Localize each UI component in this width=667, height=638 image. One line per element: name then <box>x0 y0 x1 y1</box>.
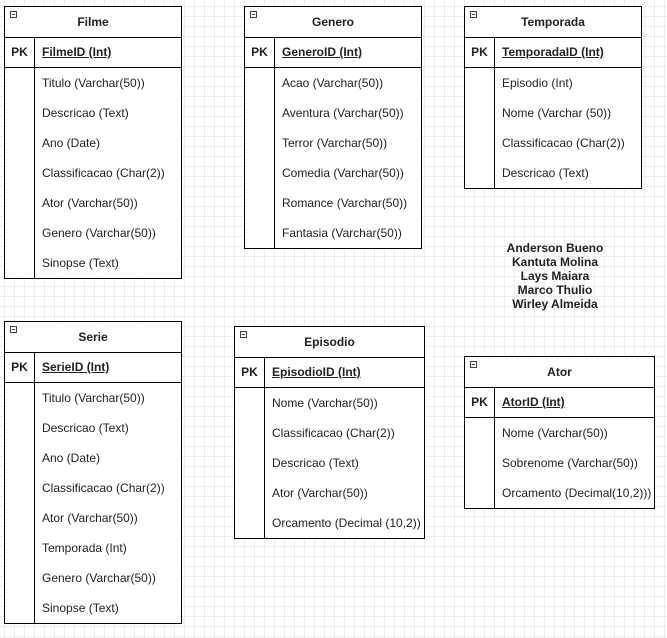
pk-label: PK <box>235 358 265 387</box>
field-row[interactable]: Episodio (Int) <box>502 76 573 90</box>
field-row[interactable]: Nome (Varchar(50)) <box>272 396 378 410</box>
field-row[interactable]: Ator (Varchar(50)) <box>42 511 138 525</box>
field-row[interactable]: Temporada (Int) <box>42 541 127 555</box>
author-name: Wirley Almeida <box>512 297 598 311</box>
field-row[interactable]: Ator (Varchar(50)) <box>272 486 368 500</box>
field-row[interactable]: Classificacao (Char(2)) <box>42 481 165 495</box>
field-row[interactable]: Sinopse (Text) <box>42 601 119 615</box>
primary-key-row: PK AtorID (Int) <box>465 388 654 418</box>
table-title: Serie <box>78 330 108 344</box>
author-name: Anderson Bueno <box>506 241 604 255</box>
field-row[interactable]: Acao (Varchar(50)) <box>282 76 384 90</box>
primary-key-row: PK EpisodioID (Int) <box>235 358 424 388</box>
primary-key-row: PK SerieID (Int) <box>5 353 181 383</box>
author-name: Lays Maiara <box>520 269 590 283</box>
field-list: Acao (Varchar(50)) Aventura (Varchar(50))… <box>245 68 421 248</box>
field-row[interactable]: Fantasia (Varchar(50)) <box>282 226 402 240</box>
table-title: Episodio <box>304 335 355 349</box>
field-row[interactable]: Genero (Varchar(50)) <box>42 571 156 585</box>
field-row[interactable]: Classificacao (Char(2)) <box>502 136 625 150</box>
key-column <box>5 383 35 623</box>
field-row[interactable]: Descricao (Text) <box>42 421 129 435</box>
field-list: Episodio (Int) Nome (Varchar (50)) Classif… <box>465 68 641 188</box>
pk-label: PK <box>5 353 35 382</box>
key-column <box>5 68 35 278</box>
table-title: Genero <box>311 15 354 29</box>
field-row[interactable]: Classificacao (Char(2)) <box>42 166 165 180</box>
collapse-icon[interactable] <box>10 326 17 333</box>
field-row[interactable]: Orcamento (Decimal (10,2)) <box>272 516 421 530</box>
field-list: Titulo (Varchar(50)) Descricao (Text) Ano … <box>5 68 181 278</box>
pk-label: PK <box>465 38 495 67</box>
pk-field[interactable]: TemporadaID (Int) <box>502 45 604 59</box>
key-column <box>235 388 265 538</box>
collapse-icon[interactable] <box>10 11 17 18</box>
key-column <box>465 68 495 188</box>
field-row[interactable]: Nome (Varchar (50)) <box>502 106 612 120</box>
collapse-icon[interactable] <box>470 11 477 18</box>
table-header: Ator <box>465 357 654 388</box>
table-title: Temporada <box>521 15 585 29</box>
collapse-icon[interactable] <box>250 11 257 18</box>
field-row[interactable]: Sobrenome (Varchar(50)) <box>502 456 638 470</box>
primary-key-row: PK FilmeID (Int) <box>5 38 181 68</box>
table-header: Episodio <box>235 327 424 358</box>
author-name: Marco Thulio <box>517 283 593 297</box>
field-row[interactable]: Ator (Varchar(50)) <box>42 196 138 210</box>
field-row[interactable]: Descricao (Text) <box>272 456 359 470</box>
field-row[interactable]: Classificacao (Char(2)) <box>272 426 395 440</box>
field-row[interactable]: Sinopse (Text) <box>42 256 119 270</box>
field-row[interactable]: Titulo (Varchar(50)) <box>42 391 145 405</box>
field-row[interactable]: Orcamento (Decimal(10,2))) <box>502 486 652 500</box>
field-list: Titulo (Varchar(50)) Descricao (Text) Ano … <box>5 383 181 623</box>
key-column <box>245 68 275 248</box>
field-row[interactable]: Aventura (Varchar(50)) <box>282 106 404 120</box>
table-header: Temporada <box>465 7 641 38</box>
primary-key-row: PK GeneroID (Int) <box>245 38 421 68</box>
collapse-icon[interactable] <box>470 361 477 368</box>
pk-field[interactable]: AtorID (Int) <box>502 395 565 409</box>
field-row[interactable]: Ano (Date) <box>42 136 101 150</box>
pk-field[interactable]: GeneroID (Int) <box>282 45 362 59</box>
field-row[interactable]: Descricao (Text) <box>42 106 129 120</box>
field-list: Nome (Varchar(50)) Classificacao (Char(2)… <box>235 388 424 538</box>
field-row[interactable]: Titulo (Varchar(50)) <box>42 76 145 90</box>
pk-label: PK <box>245 38 275 67</box>
field-row[interactable]: Nome (Varchar(50)) <box>502 426 608 440</box>
collapse-icon[interactable] <box>240 331 247 338</box>
field-row[interactable]: Ano (Date) <box>42 451 101 465</box>
field-row[interactable]: Genero (Varchar(50)) <box>42 226 156 240</box>
authors-note: Anderson Bueno Kantuta Molina Lays Maiar… <box>480 241 630 311</box>
field-list: Nome (Varchar(50)) Sobrenome (Varchar(50)… <box>465 418 654 508</box>
key-column <box>465 418 495 508</box>
field-row[interactable]: Romance (Varchar(50)) <box>282 196 408 210</box>
field-row[interactable]: Comedia (Varchar(50)) <box>282 166 404 180</box>
table-header: Serie <box>5 322 181 353</box>
table-header: Genero <box>245 7 421 38</box>
table-title: Ator <box>547 365 572 379</box>
pk-field[interactable]: EpisodioID (Int) <box>272 365 361 379</box>
table-header: Filme <box>5 7 181 38</box>
table-title: Filme <box>77 15 109 29</box>
primary-key-row: PK TemporadaID (Int) <box>465 38 641 68</box>
pk-label: PK <box>5 38 35 67</box>
pk-label: PK <box>465 388 495 417</box>
field-row[interactable]: Terror (Varchar(50)) <box>282 136 388 150</box>
field-row[interactable]: Descricao (Text) <box>502 166 589 180</box>
author-name: Kantuta Molina <box>512 255 598 269</box>
pk-field[interactable]: SerieID (Int) <box>42 360 110 374</box>
pk-field[interactable]: FilmeID (Int) <box>42 45 112 59</box>
